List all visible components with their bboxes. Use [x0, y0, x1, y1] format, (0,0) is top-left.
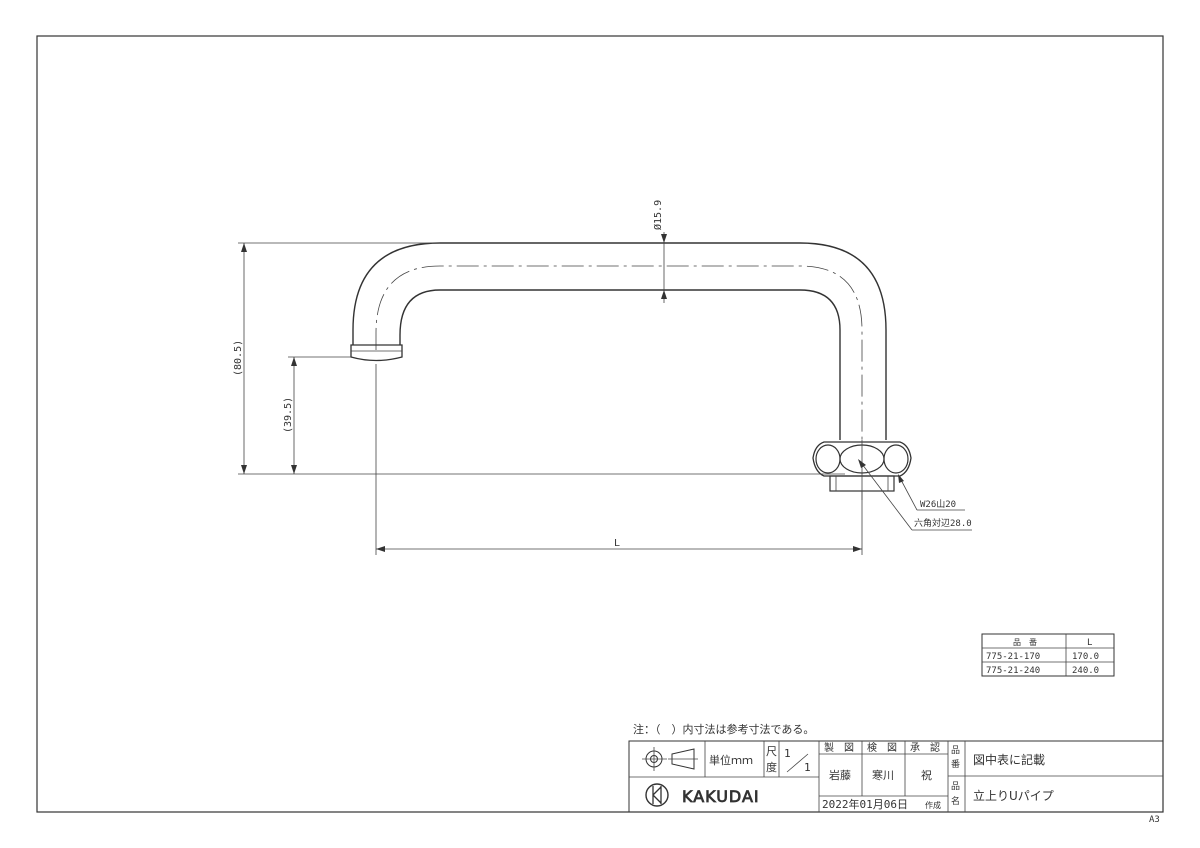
name-label-1: 品 [951, 781, 960, 792]
dim-total-height: (80.5) [233, 340, 244, 376]
dim-diameter: Ø15.9 [652, 200, 664, 230]
dim-outlet-height: (39.5) [283, 397, 294, 433]
hex-label: 六角対辺28.0 [914, 517, 972, 529]
approved-by: 祝 [921, 768, 932, 782]
table-cell: 170.0 [1072, 652, 1099, 662]
third-angle-projection-icon [642, 747, 698, 771]
sheet-size: A3 [1149, 815, 1160, 825]
kakudai-logo: KAKUDAI [645, 783, 760, 807]
scale-label-2: 度 [766, 760, 777, 774]
unit-label: 単位ｍｍ [709, 753, 753, 767]
title-block: 単位ｍｍ 尺 度 1 1 製 図 検 図 承 認 岩藤 寒川 祝 品 番 図中表… [628, 740, 1164, 813]
thread-label: W26山20 [920, 499, 956, 510]
part-number-table: 品 番 L 775-21-170 170.0 775-21-240 240.0 [981, 633, 1115, 677]
table-header-l: L [1087, 638, 1092, 648]
part-no-value: 図中表に記載 [973, 752, 1045, 767]
created-date: 2022年01月06日 [822, 797, 908, 811]
table-cell: 775-21-240 [986, 666, 1040, 676]
scale-label-1: 尺 [766, 745, 777, 758]
created-suffix: 作成 [925, 800, 941, 810]
reference-note: 注：（ ）内寸法は参考寸法である。 [633, 722, 814, 736]
dim-length: L [614, 538, 620, 549]
product-name: 立上りUパイプ [973, 788, 1054, 803]
dimensions: Ø15.9 (80.5) (39.5) L W26山20 六角対辺28.0 [233, 200, 972, 555]
scale-denominator: 1 [804, 761, 811, 774]
col-checked: 検 図 [867, 741, 897, 754]
drawing-border [36, 35, 1164, 813]
name-label-2: 名 [951, 795, 960, 807]
part-no-label-1: 品 [951, 745, 960, 756]
brand-wordmark: KAKUDAI [682, 787, 760, 806]
checked-by: 寒川 [872, 768, 894, 782]
table-cell: 775-21-170 [986, 652, 1040, 662]
u-pipe-drawing [350, 242, 912, 500]
made-by: 岩藤 [829, 768, 851, 782]
table-header-part-no: 品 番 [1013, 637, 1037, 647]
scale-slash [786, 753, 809, 773]
col-approved: 承 認 [910, 741, 940, 754]
col-made: 製 図 [824, 741, 854, 754]
table-cell: 240.0 [1072, 666, 1099, 676]
part-no-label-2: 番 [951, 758, 960, 770]
scale-numerator: 1 [784, 747, 791, 760]
